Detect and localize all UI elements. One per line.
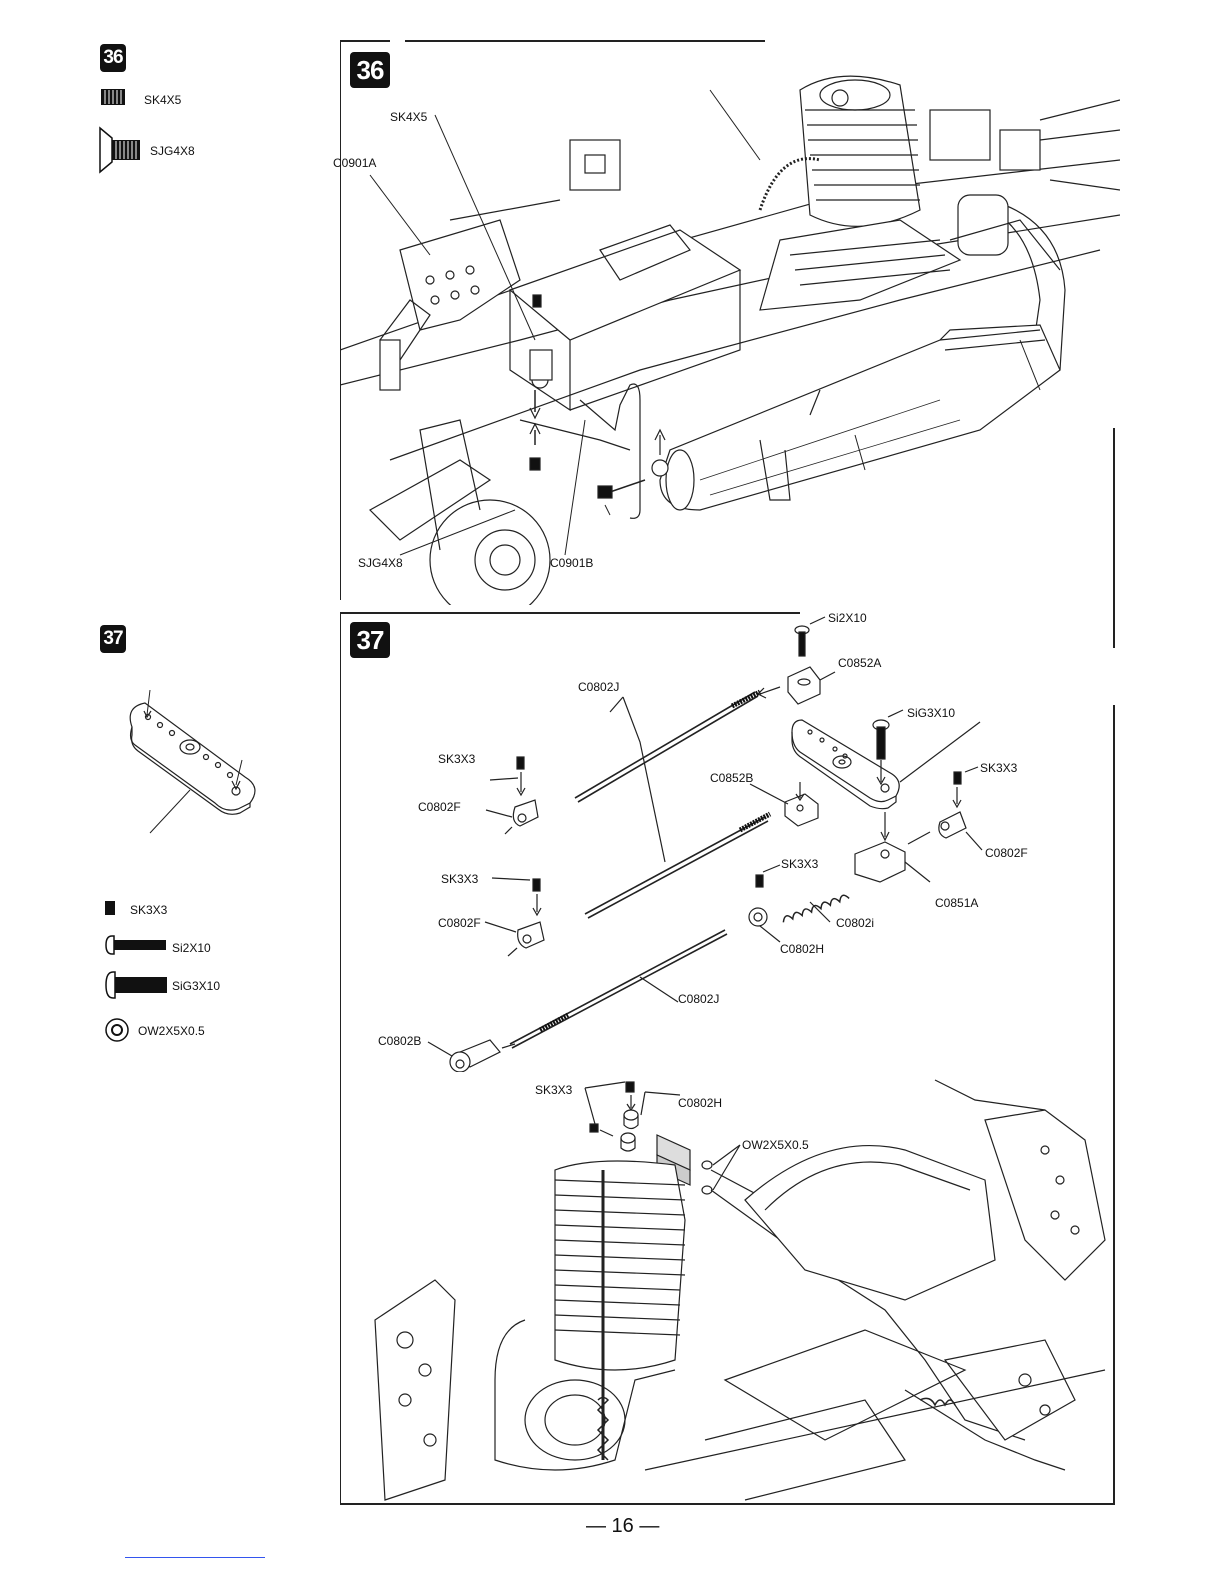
callout-c0802j-top: C0802J	[578, 680, 619, 694]
flat-head-screw-icon	[98, 126, 142, 174]
callout-si2x10: Si2X10	[828, 611, 867, 625]
footer-link-underline	[125, 1557, 265, 1558]
callout-c0802i: C0802i	[836, 916, 874, 930]
step-37-badge: 37	[100, 625, 126, 653]
callout-sig3x10: SiG3X10	[907, 706, 955, 720]
callout-c0901b: C0901B	[550, 556, 593, 570]
legend-label: SK4X5	[144, 93, 181, 107]
callout-sk3x3-a: SK3X3	[438, 752, 475, 766]
callout-c0802h-b: C0802H	[678, 1096, 722, 1110]
callout-sk3x3-c: SK3X3	[441, 872, 478, 886]
callout-c0852a: C0852A	[838, 656, 881, 670]
set-screw-icon	[100, 88, 126, 106]
step-37-exploded-view	[340, 612, 1120, 1072]
washer-icon	[104, 1017, 130, 1043]
step-37-assembly-view	[345, 1040, 1115, 1502]
callout-c0901a: C0901A	[333, 156, 376, 170]
set-screw-icon	[104, 900, 116, 916]
legend-label: SiG3X10	[172, 979, 220, 993]
legend-label: SK3X3	[130, 903, 167, 917]
callout-c0802f-b: C0802F	[438, 916, 481, 930]
callout-sk3x3-e: SK3X3	[535, 1083, 572, 1097]
callout-c0852b: C0852B	[710, 771, 753, 785]
callout-c0802h: C0802H	[780, 942, 824, 956]
callout-sjg4x8: SJG4X8	[358, 556, 403, 570]
step-37-frame-bottom	[340, 1503, 1114, 1505]
callout-sk3x3-d: SK3X3	[781, 857, 818, 871]
step-36-badge: 36	[100, 44, 126, 72]
callout-c0802j-bottom: C0802J	[678, 992, 719, 1006]
callout-sk3x3-b: SK3X3	[980, 761, 1017, 775]
callout-sk4x5: SK4X5	[390, 110, 427, 124]
legend-label: OW2X5X0.5	[138, 1024, 205, 1038]
page-number: — 16 —	[586, 1515, 659, 1538]
button-head-screw-icon	[104, 970, 168, 1000]
button-head-screw-icon	[104, 934, 168, 956]
callout-c0802f-c: C0802F	[985, 846, 1028, 860]
callout-c0802f-a: C0802F	[418, 800, 461, 814]
callout-c0851a: C0851A	[935, 896, 978, 910]
legend-label: Si2X10	[172, 941, 211, 955]
step-36-illustration	[340, 40, 1120, 605]
callout-ow2x5x05: OW2X5X0.5	[742, 1138, 809, 1152]
legend-label: SJG4X8	[150, 144, 195, 158]
servo-horn-detail	[120, 685, 270, 835]
